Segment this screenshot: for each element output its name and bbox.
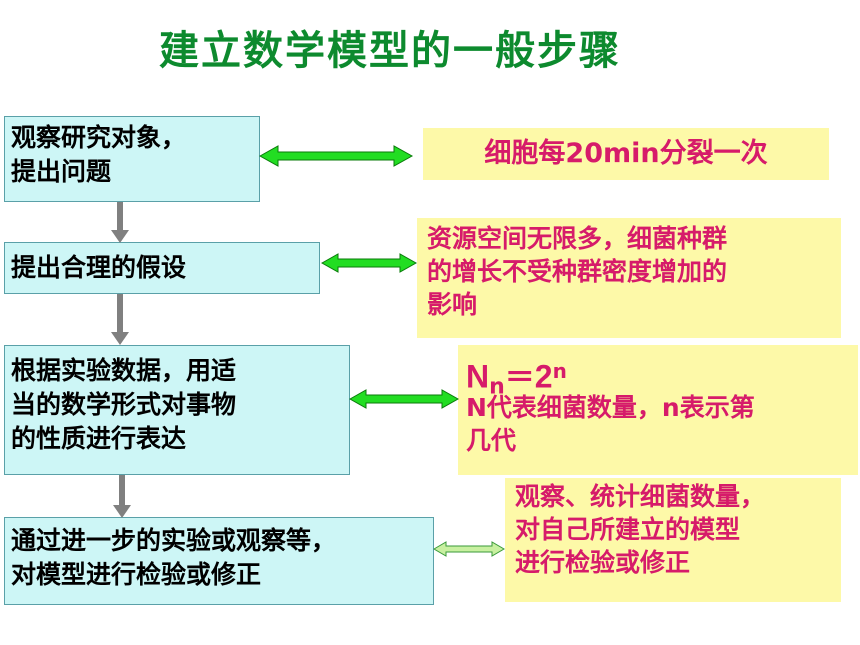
- page-title: 建立数学模型的一般步骤: [159, 28, 621, 74]
- step-text-line: 对模型进行检验或修正: [11, 560, 262, 589]
- note-text-line: 几代: [466, 426, 517, 455]
- double-arrow-icon: [433, 541, 505, 557]
- down-arrow-icon: [111, 294, 129, 345]
- note-text-line: 资源空间无限多，细菌种群: [427, 224, 728, 253]
- formula-exponent: n: [552, 359, 567, 383]
- step-text-line: 当的数学形式对事物: [11, 390, 237, 419]
- note-division-box: 细胞每20min分裂一次: [423, 128, 829, 180]
- note-verify-box: 观察、统计细菌数量， 对自己所建立的模型 进行检验或修正: [505, 478, 841, 602]
- formula-subscript: n: [489, 374, 505, 400]
- note-assumption-box: 资源空间无限多，细菌种群 的增长不受种群密度增加的 影响: [417, 218, 841, 338]
- step-hypothesis-box: 提出合理的假设: [4, 242, 320, 294]
- step-text-line: 根据实验数据，用适: [11, 356, 237, 385]
- double-arrow-icon: [258, 145, 414, 167]
- note-text-line: N代表细菌数量，n表示第: [466, 393, 755, 422]
- step-text-line: 提出合理的假设: [11, 253, 187, 282]
- formula: Nn＝2n: [466, 351, 858, 399]
- note-text-line: 的增长不受种群密度增加的: [427, 257, 728, 286]
- step-text-line: 观察研究对象，: [11, 123, 187, 152]
- step-observe-box: 观察研究对象， 提出问题: [4, 116, 260, 202]
- double-arrow-icon: [348, 389, 460, 409]
- note-text-line: 观察、统计细菌数量，: [515, 482, 766, 511]
- step-text-line: 提出问题: [11, 157, 112, 186]
- note-text-line: 细胞每20min分裂一次: [484, 138, 768, 169]
- formula-base: N: [466, 358, 490, 395]
- note-formula-box: Nn＝2n N代表细菌数量，n表示第 几代: [458, 345, 858, 475]
- formula-two: 2: [534, 358, 553, 395]
- step-verify-box: 通过进一步的实验或观察等， 对模型进行检验或修正: [4, 517, 434, 605]
- formula-equals: ＝: [504, 360, 535, 396]
- step-express-box: 根据实验数据，用适 当的数学形式对事物 的性质进行表达: [4, 345, 350, 475]
- step-text-line: 通过进一步的实验或观察等，: [11, 526, 337, 555]
- down-arrow-icon: [113, 475, 131, 518]
- down-arrow-icon: [111, 202, 129, 243]
- note-text-line: 进行检验或修正: [515, 548, 691, 577]
- double-arrow-icon: [320, 253, 418, 273]
- note-text-line: 影响: [427, 290, 478, 319]
- note-text-line: 对自己所建立的模型: [515, 515, 741, 544]
- step-text-line: 的性质进行表达: [11, 424, 187, 453]
